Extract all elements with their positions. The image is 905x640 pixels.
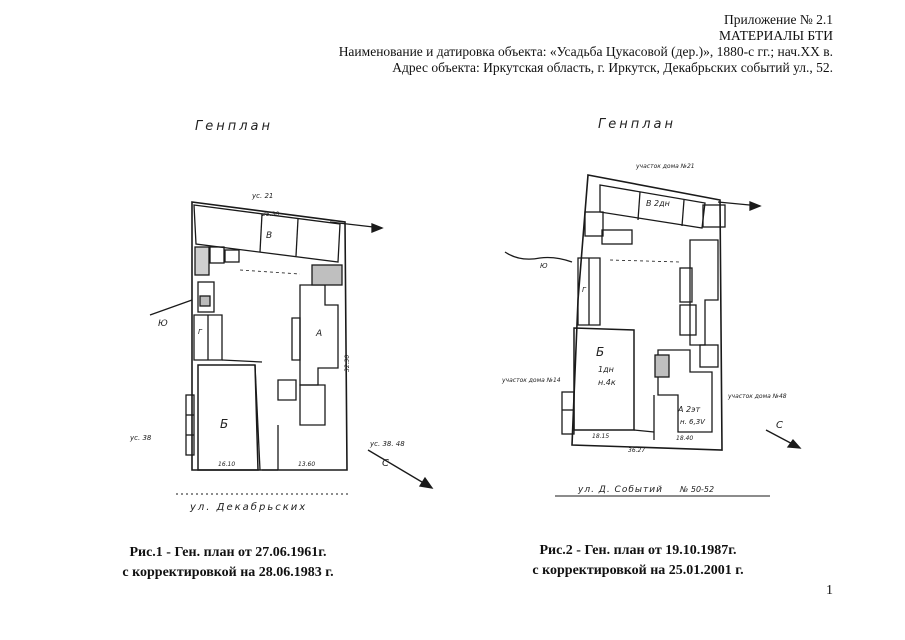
plan2-house-no: № 50-52: [679, 485, 714, 494]
plan2-dim-bottom1: 18.15: [592, 433, 609, 440]
plan2-big-sub2: н.4к: [598, 378, 616, 387]
plan1-building-b: В: [266, 231, 272, 241]
plan2-building-b: В 2дн: [646, 199, 670, 208]
plan2-dim-bottom2: 18.40: [676, 435, 693, 442]
plan2-right-note: участок дома №48: [727, 393, 787, 400]
site-plan-1: [149, 201, 434, 495]
plan1-dim-bottom2: 13.60: [298, 461, 315, 468]
plan1-building-a: А: [315, 329, 322, 339]
figure2-caption: Рис.2 - Ген. план от 19.10.1987г. с корр…: [468, 541, 808, 581]
plan1-building-big: Б: [220, 417, 228, 431]
appendix-number: Приложение № 2.1: [724, 12, 833, 27]
figure1-caption-line2: с корректировкой на 28.06.1983 г.: [122, 565, 334, 580]
document-header: Приложение № 2.1 МАТЕРИАЛЫ БТИ Наименова…: [273, 12, 833, 76]
plan2-street: ул. Д. Событий: [577, 485, 663, 495]
plan2-north: С: [776, 420, 783, 431]
plan2-left-note: участок дома №14: [501, 377, 561, 384]
object-address: Адрес объекта: Иркутская область, г. Ирк…: [392, 60, 833, 75]
plan2-building-big: Б: [596, 345, 604, 359]
plan1-bottom-right: ус. 38. 48: [369, 440, 405, 448]
plan1-bottom-left: ус. 38: [129, 434, 152, 442]
figure1-caption-line1: Рис.1 - Ген. план от 27.06.1961г.: [129, 545, 327, 560]
appendix-title: МАТЕРИАЛЫ БТИ: [719, 28, 833, 43]
plan1-title: Генплан: [195, 119, 273, 134]
plan1-street: ул. Декабрьских: [189, 501, 307, 513]
plan2-building-a: А 2эт: [677, 405, 700, 414]
figure2-caption-line2: с корректировкой на 25.01.2001 г.: [532, 563, 744, 578]
site-plan-2: [504, 174, 802, 497]
plan2-letter-yu: Ю: [540, 262, 548, 270]
object-name: Наименование и датировка объекта: «Усадь…: [338, 44, 833, 59]
plan1-building-g: Г: [198, 328, 203, 336]
plan2-title: Генплан: [598, 117, 676, 132]
plan2-building-g: Г: [582, 286, 587, 294]
figure2-caption-line1: Рис.2 - Ген. план от 19.10.1987г.: [539, 543, 737, 558]
plan1-dim-right: 32.30: [344, 355, 351, 372]
plan1-dim-bottom1: 16.10: [218, 461, 235, 468]
plan1-dim-top: 25.30: [262, 211, 279, 218]
page-number: 1: [826, 583, 833, 598]
plan2-dim-bottom3: 36.27: [628, 447, 645, 454]
figure1-caption: Рис.1 - Ген. план от 27.06.1961г. с корр…: [58, 543, 398, 583]
plan2-a-sub: н. 6,3V: [680, 418, 706, 426]
plan2-top-note: участок дома №21: [635, 163, 695, 170]
plan1-top-number: ус. 21: [251, 192, 273, 200]
plan1-north: С: [382, 458, 389, 469]
plan1-left-side: Ю: [158, 319, 168, 329]
plan2-big-sub1: 1дн: [598, 365, 614, 374]
